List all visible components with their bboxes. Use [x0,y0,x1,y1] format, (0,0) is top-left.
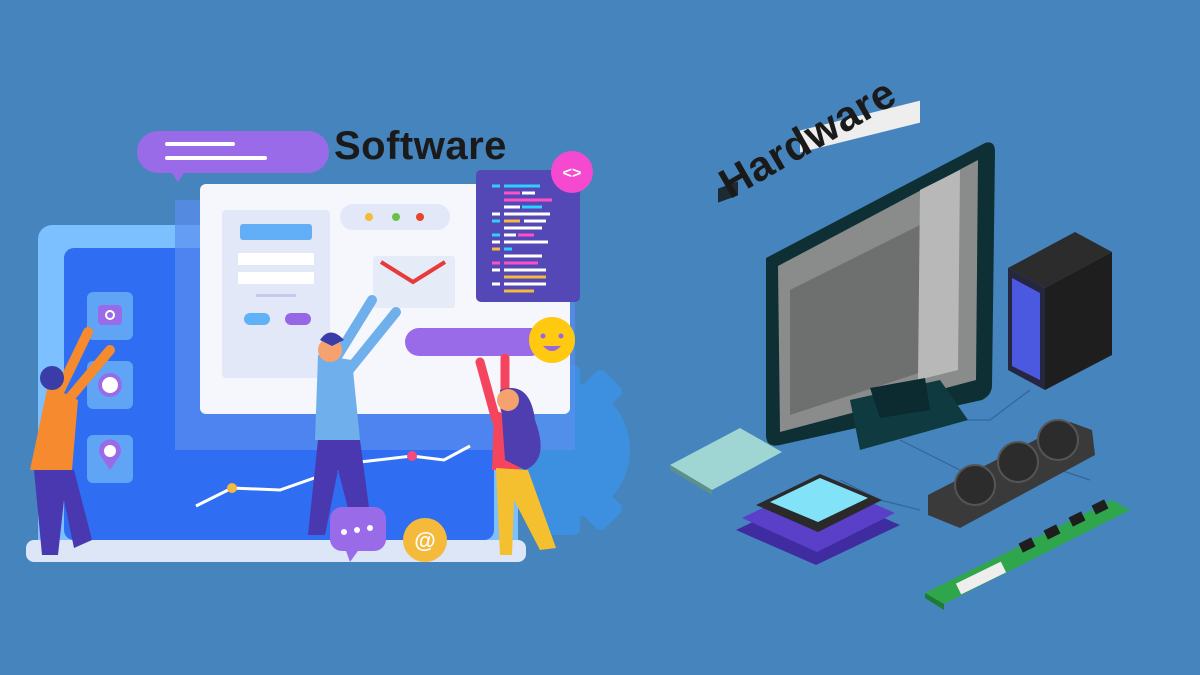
code-brackets-glyph: <> [563,165,582,182]
tower-case [1008,232,1112,390]
dot-green [392,213,400,221]
envelope-icon [373,256,455,308]
ram-module [925,499,1130,610]
software-title: Software [334,124,507,168]
dot-yellow [365,213,373,221]
cpu-chip [736,474,900,565]
graphics-card [928,419,1095,528]
at-sign-glyph: @ [414,528,435,553]
smiley-icon [529,317,575,363]
dot-red [416,213,424,221]
person-right [475,353,556,555]
software-scene-art: @ <> [26,131,630,562]
chat-bubble-icon [330,507,386,562]
code-brackets-icon [551,151,593,193]
speech-bubble [137,131,329,182]
person-left [30,327,115,555]
laptop-base [26,540,526,562]
motherboard [670,181,782,495]
monitor [766,100,995,450]
at-sign-icon [403,518,447,562]
hardware-scene-art [670,100,1130,610]
person-center [308,295,401,535]
